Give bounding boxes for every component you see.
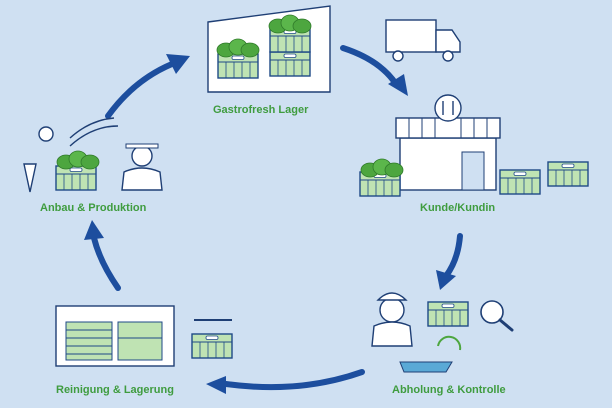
arrow-lager-to-kunde	[340, 45, 399, 87]
recycle-icon	[437, 335, 462, 351]
arrow-anbau-to-lager-head	[166, 54, 190, 74]
arrow-anbau-to-lager	[105, 61, 175, 119]
arrow-kunde-to-abholung-head	[436, 270, 456, 290]
farmer-with-crate-icon	[23, 117, 163, 193]
arrow-abholung-to-reinigung	[223, 369, 365, 391]
arrow-kunde-to-abholung	[443, 233, 463, 279]
stage-label-lager: Gastrofresh Lager	[213, 104, 309, 116]
cycle-arrows	[84, 45, 463, 394]
delivery-truck-icon	[385, 19, 461, 62]
field-rows-icon	[69, 117, 119, 147]
warehouse-crates-icon	[207, 5, 331, 93]
restaurant-storefront-icon	[359, 94, 589, 197]
arrow-reinigung-to-anbau-head	[84, 220, 104, 240]
stacked-crates-icon	[55, 305, 233, 367]
arrow-reinigung-to-anbau	[91, 235, 121, 291]
arrow-abholung-to-reinigung-head	[206, 376, 226, 394]
stage-label-reinigung: Reinigung & Lagerung	[56, 384, 174, 396]
stage-label-anbau: Anbau & Produktion	[40, 202, 147, 214]
inspector-with-crate-icon	[371, 292, 514, 373]
arrow-lager-to-kunde-head	[388, 74, 408, 96]
carrot-icon	[23, 163, 37, 193]
apple-icon	[38, 126, 54, 142]
stage-label-kunde: Kunde/Kundin	[420, 202, 496, 214]
stage-label-abholung: Abholung & Kontrolle	[392, 384, 506, 396]
